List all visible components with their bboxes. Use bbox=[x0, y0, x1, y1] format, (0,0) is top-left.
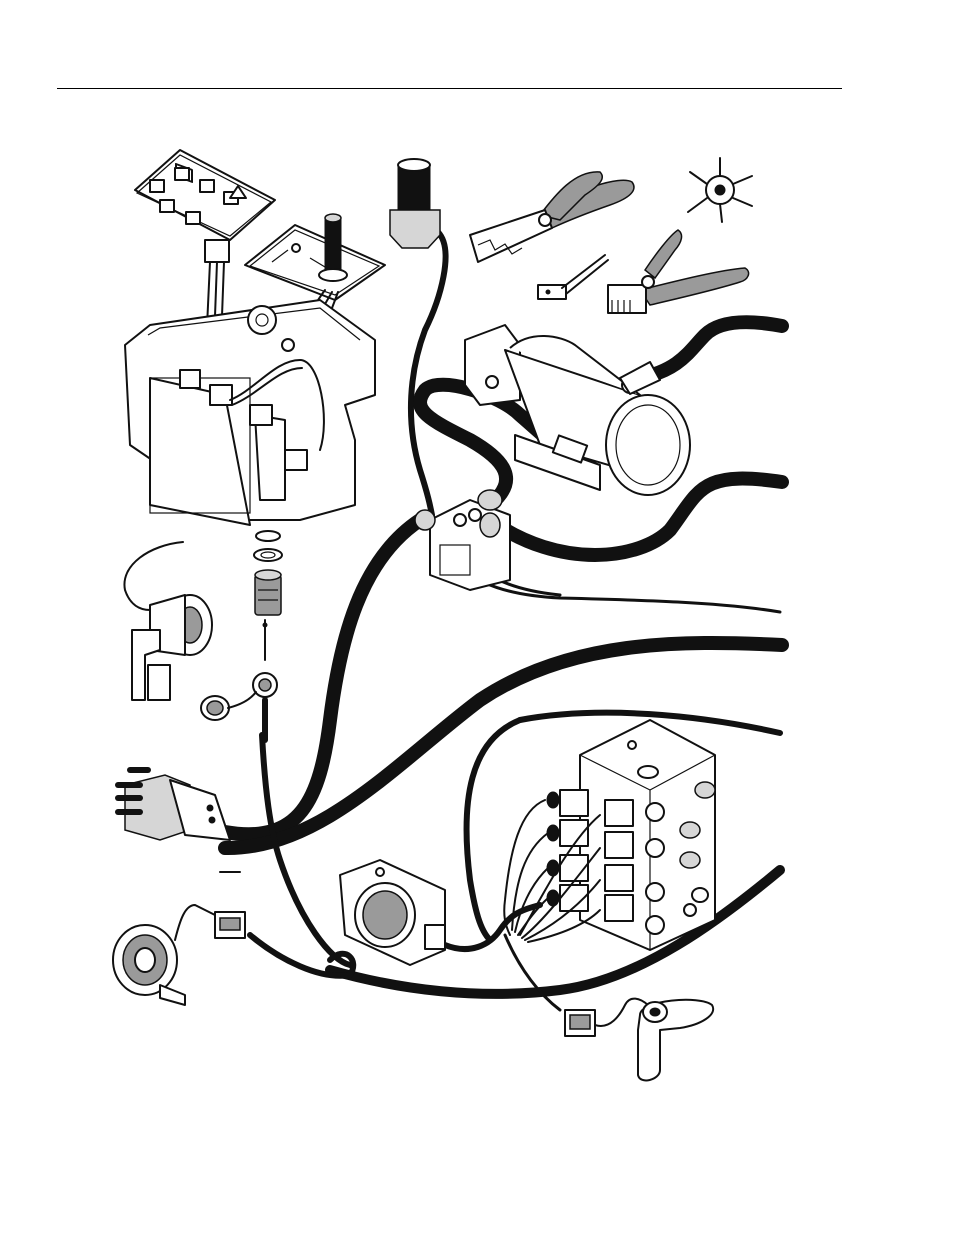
battery-connector-icon bbox=[118, 770, 230, 840]
battery-connector bbox=[118, 770, 240, 872]
alarm-horn bbox=[124, 542, 212, 700]
valve-manifold-icon bbox=[547, 720, 715, 950]
star-tool bbox=[688, 158, 752, 222]
backup-alarm-icon bbox=[340, 860, 445, 965]
horn bbox=[113, 905, 245, 1005]
bulkhead-connector bbox=[201, 531, 282, 740]
wire-stripper bbox=[608, 230, 749, 313]
backup-alarm bbox=[340, 860, 445, 965]
pressure-switch bbox=[565, 999, 713, 1081]
horn-icon bbox=[113, 925, 185, 1005]
valve-manifold bbox=[504, 720, 715, 950]
star-wrench-icon bbox=[688, 158, 752, 222]
wire-stripper-icon bbox=[608, 230, 749, 313]
crimp-tool bbox=[470, 172, 634, 262]
extraction-tool-icon bbox=[538, 255, 608, 299]
crimp-pliers-icon bbox=[470, 172, 634, 262]
pressure-switch-icon bbox=[638, 1000, 713, 1081]
control-box bbox=[125, 300, 375, 525]
beacon-light bbox=[390, 159, 440, 248]
keypad-overlay bbox=[135, 150, 275, 240]
beacon-icon bbox=[390, 159, 440, 248]
connector-icon bbox=[255, 570, 281, 615]
pin-extraction-tool bbox=[538, 255, 608, 299]
